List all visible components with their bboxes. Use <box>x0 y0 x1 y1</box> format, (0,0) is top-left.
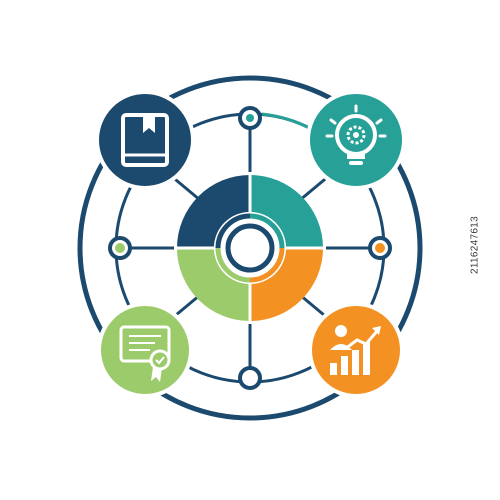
inner-ring-green <box>215 247 251 283</box>
segment-bottom-right <box>250 248 323 321</box>
top-node <box>238 106 262 130</box>
lightbulb-gear-icon <box>306 90 406 190</box>
growth-chart-icon <box>308 302 404 398</box>
inner-ring-orange <box>249 247 285 283</box>
bottom-node <box>238 366 262 390</box>
central-donut <box>174 172 326 324</box>
inner-ring-teal <box>249 213 285 249</box>
segment-top-left <box>177 175 250 248</box>
book-icon <box>95 90 195 190</box>
segment-bottom-left <box>177 248 250 321</box>
certificate-icon <box>97 302 193 398</box>
core-ring <box>225 223 275 273</box>
segment-top-right <box>250 175 323 248</box>
watermark-image-id: 2116247613 <box>469 216 481 274</box>
left-node <box>108 236 132 260</box>
right-node <box>368 236 392 260</box>
inner-ring-navy <box>215 213 251 249</box>
outer-ring <box>77 75 423 421</box>
